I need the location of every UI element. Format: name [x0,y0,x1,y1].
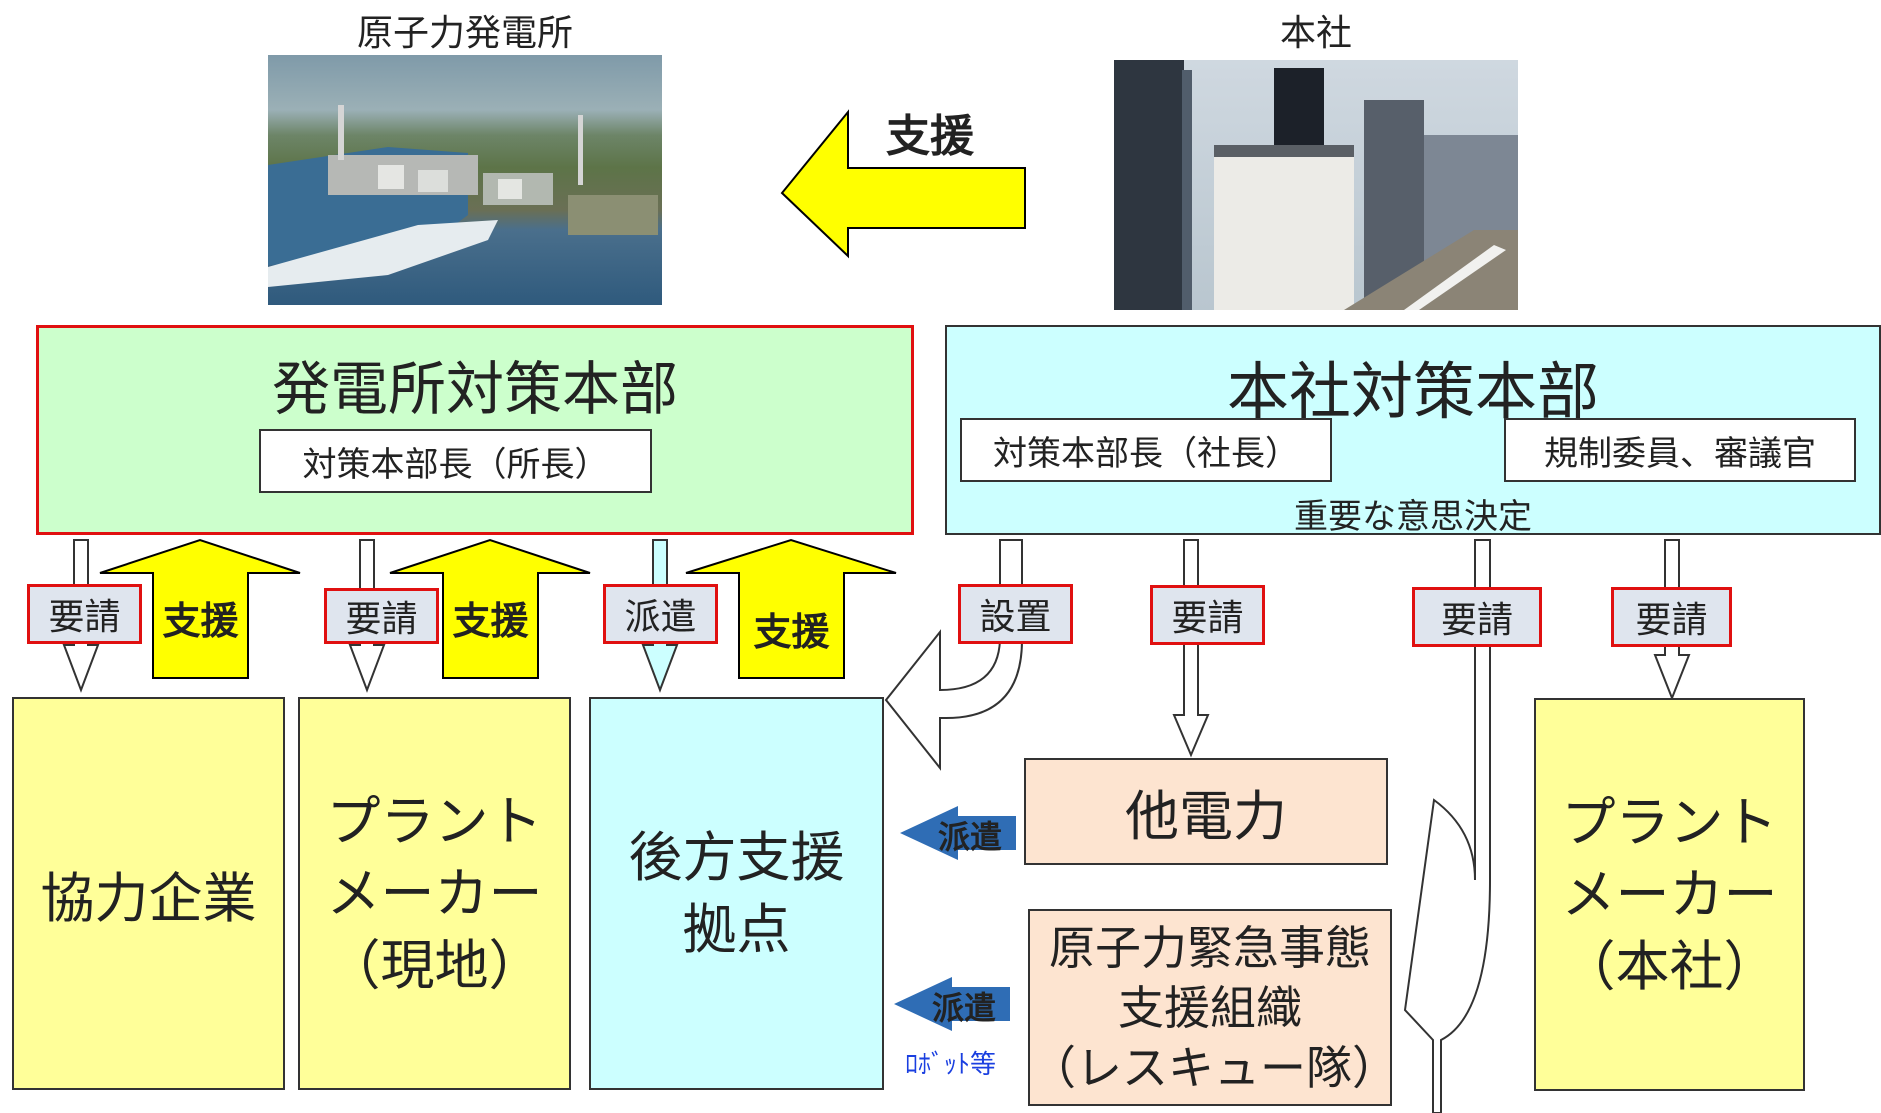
partners-label: 協力企業 [40,867,257,930]
request-tag-4: 要請 [1412,587,1542,647]
request-arrow-3 [1172,539,1210,758]
plant-caption: 原子力発電所 [356,13,573,54]
dispatch-label-rescue: 派遣 [931,989,996,1027]
other-power-label: 他電力 [1125,785,1287,848]
robot-note: ﾛﾎﾞｯﾄ等 [904,1050,996,1080]
maker-hq-line-3: （本社） [1561,934,1778,998]
decision-label: 重要な意思決定 [1294,497,1532,537]
dispatch-arrow-2 [900,806,1016,860]
support-tag-1: 支援 [162,599,239,643]
hq-photo [1114,60,1518,310]
request-tag-5: 要請 [1611,587,1732,647]
request-tag-2: 要請 [324,588,439,644]
main-hq-title: 本社対策本部 [1226,355,1599,428]
install-tag: 設置 [958,584,1073,644]
maker-site-box: プラント メーカー （現地） [298,697,571,1090]
rescue-box: 原子力緊急事態 支援組織 （レスキュー隊） [1028,909,1398,1106]
rescue-line-2: 支援組織 [1118,980,1302,1035]
maker-hq-line-1: プラント [1561,790,1778,854]
regulator-box: 規制委員、審議官 [1504,418,1856,482]
hq-illustration [1114,60,1518,310]
support-label-top: 支援 [886,111,974,162]
maker-site-line-3: （現地） [326,933,543,997]
maker-site-line-2: メーカー [326,861,543,925]
maker-site-line-1: プラント [326,789,543,853]
rescue-line-3: （レスキュー隊） [1030,1040,1398,1095]
install-arrow [884,539,1023,771]
maker-hq-box: プラント メーカー （本社） [1534,698,1805,1091]
main-hq-box: 本社対策本部 対策本部長（社長） 規制委員、審議官 重要な意思決定 [945,325,1881,537]
rescue-line-1: 原子力緊急事態 [1049,920,1371,975]
main-hq-chief: 対策本部長（社長） [960,418,1332,482]
support-tag-3: 支援 [753,610,830,654]
rear-base-line-1: 後方支援 [628,825,845,889]
partners-box: 協力企業 [12,697,285,1090]
support-arrow-up-1 [99,538,301,679]
dispatch-label-other-power: 派遣 [937,818,1002,856]
rear-base-line-2: 拠点 [682,897,791,961]
support-arrow-left [780,109,1026,259]
hq-caption: 本社 [1279,13,1352,54]
support-tag-2: 支援 [452,599,529,643]
request-tag-1: 要請 [27,584,142,644]
rear-base-box: 後方支援 拠点 [589,697,884,1090]
other-power-box: 他電力 [1024,758,1388,865]
maker-hq-line-2: メーカー [1561,862,1778,926]
dispatch-tag-1: 派遣 [603,584,718,644]
dispatch-arrow-3 [894,977,1010,1031]
plant-hq-box: 発電所対策本部 対策本部長（所長） [36,325,914,535]
plant-hq-chief: 対策本部長（所長） [259,429,652,493]
request-tag-3: 要請 [1150,585,1265,645]
plant-illustration [268,105,658,287]
support-arrow-up-3 [685,538,897,679]
plant-photo [268,55,662,305]
support-arrow-up-2 [389,538,591,679]
plant-hq-title: 発電所対策本部 [271,355,678,423]
request-arrow-4 [1403,539,1491,1113]
